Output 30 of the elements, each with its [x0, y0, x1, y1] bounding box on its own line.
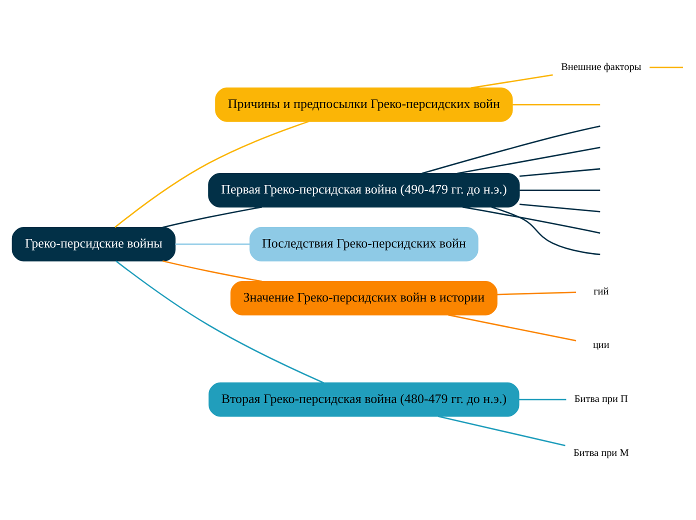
node-box: Значение Греко-персидских войн в истории — [230, 280, 498, 315]
node-box: Греко-персидские войны — [12, 226, 176, 261]
connector — [496, 291, 576, 295]
connector — [520, 189, 600, 190]
connector — [438, 415, 566, 446]
node-text: Битва при М — [574, 448, 629, 459]
connector — [114, 120, 309, 228]
node-box: Вторая Греко-персидская война (480-479 гг. до н.э.) — [208, 382, 520, 416]
connector — [175, 243, 250, 244]
connector — [470, 74, 553, 88]
node-text: ции — [592, 340, 610, 351]
connector — [116, 260, 324, 383]
connector — [448, 314, 576, 341]
connector — [520, 168, 600, 176]
connector — [457, 146, 600, 174]
connector — [462, 206, 600, 234]
connector — [650, 66, 683, 68]
node-box: Последствия Греко-персидских войн — [250, 226, 478, 261]
connector — [422, 124, 600, 174]
node-text: Внешние факторы — [561, 62, 642, 73]
connector — [512, 103, 600, 105]
connector — [162, 206, 262, 228]
node-box: Первая Греко-персидская война (490-479 гг. до н.э.) — [208, 172, 520, 207]
connector — [162, 260, 262, 282]
connector — [491, 206, 600, 255]
connector — [518, 398, 566, 400]
node-box: Причины и предпосылки Греко-персидских войн — [215, 86, 513, 122]
node-text: Битва при П — [574, 394, 628, 405]
node-text: гий — [594, 286, 609, 297]
connector — [520, 203, 600, 212]
